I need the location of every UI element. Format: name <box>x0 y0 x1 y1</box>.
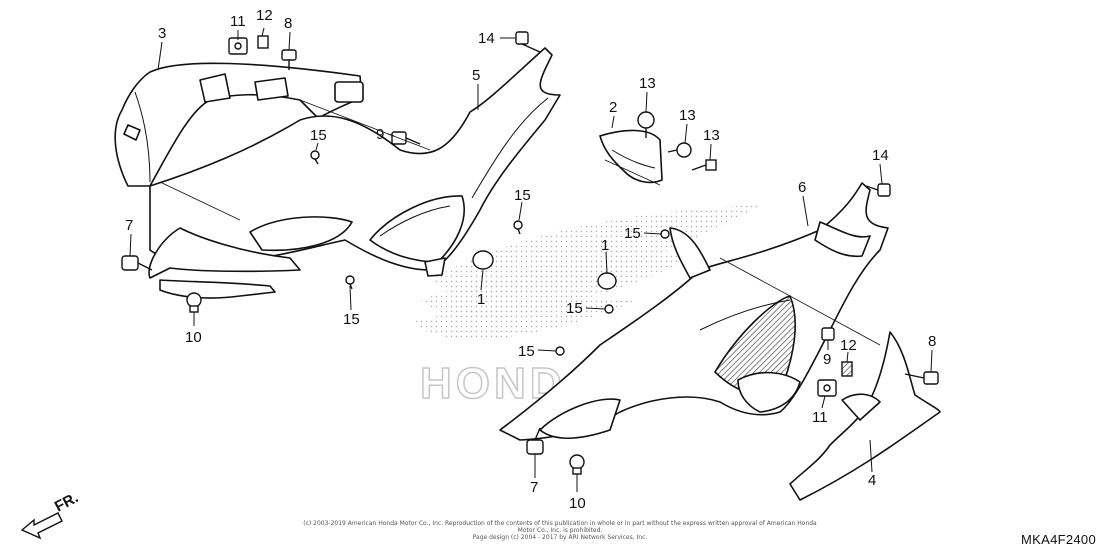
callout-8-right: 8 <box>928 333 936 350</box>
callout-11-right: 11 <box>812 409 828 426</box>
copyright-line-1: (c) 2003-2019 American Honda Motor Co., … <box>303 520 817 534</box>
part-5-side-cover <box>148 47 561 299</box>
clip-10-left-icon <box>186 292 202 313</box>
callout-labels: 3 11 12 8 14 5 15 9 15 7 1 15 10 2 13 13… <box>125 7 936 512</box>
nut-12-right-icon <box>841 361 853 377</box>
screw-15-f-icon <box>555 346 565 356</box>
callout-7-left: 7 <box>125 217 133 234</box>
callout-1-left: 1 <box>477 291 485 308</box>
callout-14-top: 14 <box>478 30 495 47</box>
diagram-code: MKA4F2400 <box>1021 532 1096 547</box>
bolt-9-left-icon <box>391 131 421 145</box>
bolt-13-c-icon <box>691 159 717 171</box>
part-3-upper-cover <box>114 62 364 187</box>
callout-13-c: 13 <box>703 127 720 144</box>
callout-4: 4 <box>868 472 876 489</box>
part-4-lower-panel <box>789 331 941 501</box>
callout-9-right: 9 <box>823 351 831 368</box>
screw-15-a-icon <box>310 150 320 165</box>
callout-12-top: 12 <box>256 7 273 24</box>
callout-15-e: 15 <box>566 300 583 317</box>
callout-9-left: 9 <box>376 126 384 143</box>
grommet-1-left-icon <box>472 250 494 270</box>
clip-11-right-icon <box>817 379 837 397</box>
callout-12-right: 12 <box>840 337 857 354</box>
bolt-7-left-icon <box>121 255 153 271</box>
callout-6: 6 <box>798 179 806 196</box>
screw-15-c-icon <box>345 275 355 290</box>
callout-15-a: 15 <box>310 127 327 144</box>
clip-11-top-icon <box>228 37 248 55</box>
leader-lines <box>129 27 933 492</box>
callout-10-left: 10 <box>185 329 202 346</box>
callout-15-b: 15 <box>514 187 531 204</box>
nut-12-top-icon <box>257 35 269 49</box>
callout-7-right: 7 <box>530 479 538 496</box>
front-arrow-icon <box>20 512 63 540</box>
callout-15-f: 15 <box>518 343 535 360</box>
callout-13-b: 13 <box>679 107 696 124</box>
callout-2: 2 <box>609 99 617 116</box>
copyright-caption: (c) 2003-2019 American Honda Motor Co., … <box>300 520 820 541</box>
copyright-line-2: Page design (c) 2004 - 2017 by ARI Netwo… <box>472 534 648 541</box>
bolt-9-right-icon <box>821 327 835 341</box>
front-direction-indicator: FR. <box>20 489 81 540</box>
clip-10-right-icon <box>569 454 585 475</box>
bolt-13-b-icon <box>667 142 692 158</box>
callout-8-top: 8 <box>284 15 292 32</box>
grommet-1-right-icon <box>597 272 617 290</box>
callout-1-right: 1 <box>601 237 609 254</box>
callout-11-top: 11 <box>230 13 246 30</box>
screw-15-e-icon <box>604 304 614 314</box>
assembly-lines <box>159 99 881 346</box>
callout-13-a: 13 <box>639 75 656 92</box>
front-label: FR. <box>52 489 81 515</box>
part-2-small-cover <box>599 129 663 184</box>
bolt-14-top-icon <box>515 31 541 53</box>
bolt-14-right-icon <box>865 183 891 197</box>
callout-3: 3 <box>158 25 166 42</box>
callout-5: 5 <box>472 67 480 84</box>
callout-15-d: 15 <box>624 225 641 242</box>
part-6-side-cover <box>499 182 889 441</box>
callout-10-right: 10 <box>569 495 586 512</box>
callout-15-c: 15 <box>343 311 360 328</box>
screw-15-b-icon <box>513 220 523 235</box>
screw-15-d-icon <box>660 229 670 239</box>
callout-14-right: 14 <box>872 147 889 164</box>
